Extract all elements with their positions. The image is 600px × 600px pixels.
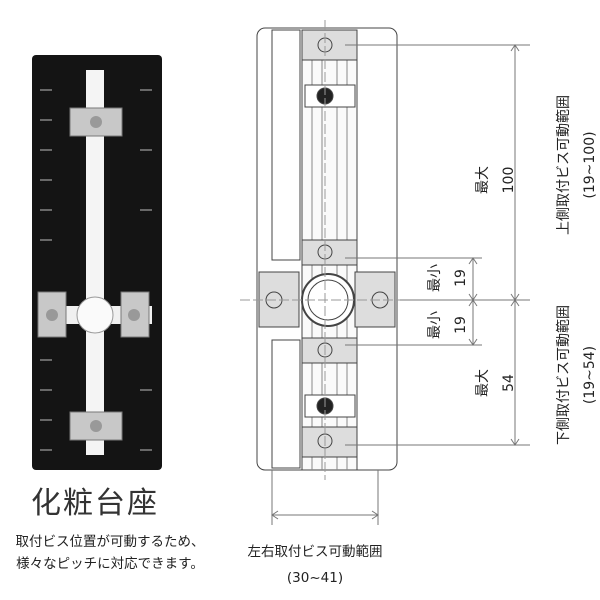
upper-min-value: 19 <box>453 269 469 287</box>
upper-range-value: (19~100) <box>582 131 598 199</box>
lower-max-label: 最大 <box>475 369 491 397</box>
upper-range-label: 上側取付ビス可動範囲 <box>556 95 572 235</box>
product-photo <box>32 55 162 470</box>
product-title: 化粧台座 <box>31 486 159 521</box>
upper-max-label: 最大 <box>475 166 491 194</box>
lower-range-value: (19~54) <box>582 345 598 405</box>
lower-max-value: 54 <box>501 374 517 392</box>
lower-range-label: 下側取付ビス可動範囲 <box>556 305 572 445</box>
horizontal-range-label: 左右取付ビス可動範囲 <box>247 544 383 560</box>
description-line-1: 取付ビス位置が可動するため、 <box>15 534 205 550</box>
technical-drawing <box>240 20 415 480</box>
upper-max-value: 100 <box>501 166 517 194</box>
upper-min-label: 最小 <box>427 264 443 292</box>
lower-min-value: 19 <box>453 316 469 334</box>
lower-min-label: 最小 <box>427 311 443 339</box>
horizontal-range-value: (30~41) <box>286 570 344 586</box>
dimension-lines <box>271 44 530 525</box>
description-line-2: 様々なピッチに対応できます。 <box>16 556 204 572</box>
